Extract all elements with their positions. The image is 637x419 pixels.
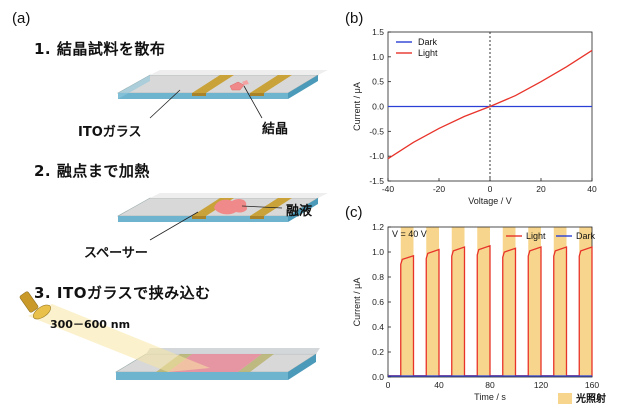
illumination-legend-swatch [558,393,572,404]
illumination-band [400,227,414,377]
panel-label-c: (c) [345,204,363,221]
step-1-title: 1. 結晶試料を散布 [34,38,165,59]
x-axis-label: Time / s [474,392,506,402]
step-3-number: 3. [34,284,52,302]
x-tick-label: -40 [382,184,395,194]
x-tick-label: 40 [434,380,444,390]
crystal-leader-line [243,85,263,119]
x-tick-label: 120 [534,380,548,390]
step-1-number: 1. [34,40,52,58]
ito-leader-line [149,89,181,119]
x-tick-label: 160 [585,380,599,390]
step-3-text: ITOガラスで挟み込む [56,284,211,302]
wavelength-label: 300－600 nm [50,318,131,331]
iv-curve-chart: -40 -20 0 20 40 -1.5 -1.0 -0.5 0.0 0.5 1.0 1.5Volta… [352,27,597,206]
y-tick-label: 0.0 [372,372,384,382]
step-2-title: 2. 融点まで加熱 [34,160,150,181]
illumination-band [579,227,592,377]
spacer-leader-line [149,211,199,241]
step-2-text: 融点まで加熱 [56,162,150,180]
legend-label-light: Light [418,48,438,58]
illumination-band [426,227,439,377]
melt-leader-line [241,205,283,209]
y-axis-label: Current / μA [352,278,362,327]
spacer-label: スペーサー [84,246,148,261]
spacer-1 [192,75,292,96]
y-tick-label: -0.5 [369,126,384,136]
ito-glass-label: ITOガラス [78,125,142,140]
panel-label-b: (b) [345,10,364,27]
x-tick-label: 80 [485,380,495,390]
legend-label-dark: Dark [576,231,596,241]
crystal-label: 結晶 [262,122,289,137]
illumination-band [553,227,567,377]
melt-droplet [214,198,248,215]
y-tick-label: 1.2 [372,222,384,232]
legend-label-light: Light [526,231,546,241]
illumination-band [502,227,516,377]
y-tick-label: 0.5 [372,77,384,87]
x-tick-label: 20 [536,184,546,194]
y-tick-label: 1.5 [372,27,384,37]
y-tick-label: 0.6 [372,297,384,307]
step-2-number: 2. [34,162,52,180]
step-3-title: 3. ITOガラスで挟み込む [34,282,211,303]
x-tick-label: -20 [433,184,446,194]
legend-label-dark: Dark [418,37,438,47]
illumination-legend-label: 光照射 [575,392,606,405]
ito-glass-slide-1 [116,70,328,99]
series-line-light [387,49,593,160]
y-tick-label: 0.0 [372,102,384,112]
melt-label: 融液 [286,204,313,219]
process-illustrations [19,70,328,380]
panel-label-a: (a) [12,10,31,27]
y-tick-label: 0.8 [372,272,384,282]
y-tick-label: -1.0 [369,151,384,161]
y-tick-label: -1.5 [369,176,384,186]
y-axis-label: Current / μA [352,82,362,131]
illumination-band [528,227,541,377]
x-tick-label: 40 [587,184,597,194]
x-axis-label: Voltage / V [468,196,512,206]
light-beam [19,291,210,372]
x-tick-label: 0 [386,380,391,390]
illumination-band [477,227,490,377]
y-tick-label: 0.4 [372,322,384,332]
illumination-band [451,227,465,377]
y-tick-label: 1.0 [372,247,384,257]
x-tick-label: 0 [488,184,493,194]
crystal-sample [229,80,249,91]
y-tick-label: 1.0 [372,52,384,62]
step-1-text: 結晶試料を散布 [56,40,166,58]
y-tick-label: 0.2 [372,347,384,357]
voltage-annotation: V = 40 V [392,229,427,239]
